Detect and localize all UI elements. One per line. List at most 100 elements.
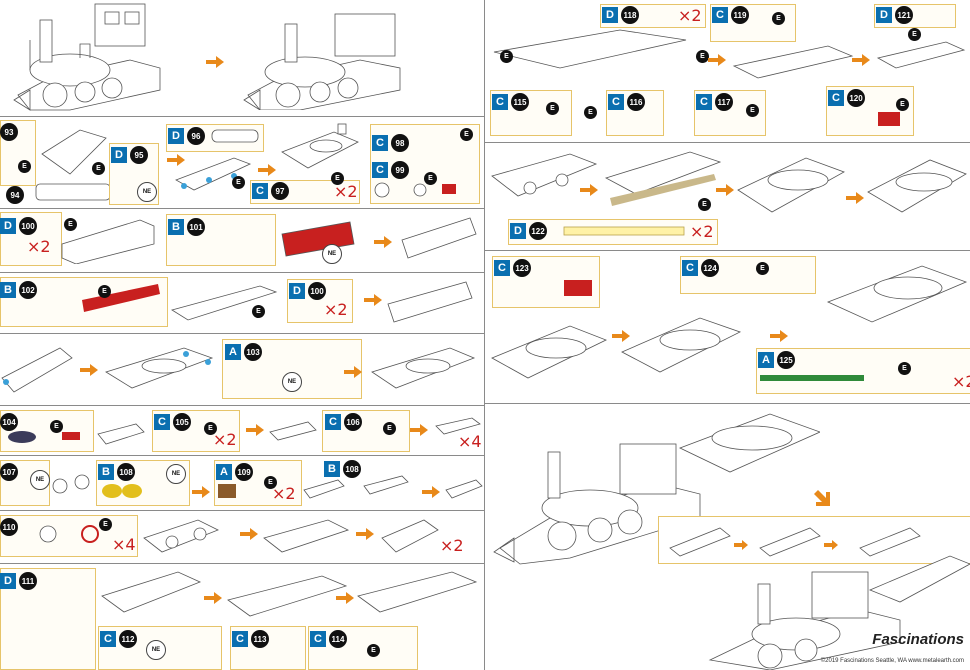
step-number: 114 <box>329 630 347 648</box>
e-marker: E <box>746 104 759 117</box>
step-124: C 124 <box>682 259 719 277</box>
quantity-multiplier: ×2 <box>952 372 970 391</box>
sheet-letter: B <box>324 461 340 477</box>
locomotive-illustration <box>243 13 401 110</box>
sheet-letter: D <box>602 7 618 23</box>
step-100: D 100 <box>0 217 37 235</box>
ne-marker: NE <box>30 470 50 490</box>
step-number: 109 <box>235 463 253 481</box>
part-illustration <box>669 527 921 557</box>
quantity-multiplier: ×2 <box>272 484 296 503</box>
row-divider <box>0 116 484 117</box>
part-illustration <box>732 45 854 79</box>
step-102: B 102 <box>0 281 37 299</box>
sheet-letter: C <box>608 94 624 110</box>
sheet-letter: D <box>876 7 892 23</box>
part-illustration <box>143 519 219 553</box>
part-illustration <box>52 474 90 494</box>
step-105: C 105 <box>154 413 191 431</box>
part-illustration <box>227 575 348 617</box>
sheet-letter: C <box>682 260 698 276</box>
e-marker: E <box>460 128 473 141</box>
step-95: D 95 <box>111 146 148 164</box>
part-illustration <box>564 280 592 296</box>
part-illustration <box>493 29 687 69</box>
step-125: A 125 <box>758 351 795 369</box>
step-94: 94 <box>6 186 24 204</box>
part-illustration <box>269 421 317 441</box>
step-110: 110 <box>0 518 18 536</box>
step-98: C 98 <box>372 134 409 152</box>
step-number: 99 <box>391 161 409 179</box>
e-marker: E <box>64 218 77 231</box>
step-101: B 101 <box>168 218 205 236</box>
sheet-letter: C <box>828 90 844 106</box>
sheet-letter: B <box>168 219 184 235</box>
row-divider <box>485 403 970 404</box>
e-marker: E <box>99 518 112 531</box>
step-panel <box>250 180 360 204</box>
step-122: D 122 <box>510 222 547 240</box>
step-103: A 103 <box>225 343 262 361</box>
step-107: 107 <box>0 463 18 481</box>
part-illustration <box>8 431 80 443</box>
e-marker: E <box>18 160 31 173</box>
sheet-letter: D <box>289 283 305 299</box>
sheet-letter: D <box>168 128 184 144</box>
part-illustration <box>218 484 236 498</box>
step-116: C 116 <box>608 93 645 111</box>
e-marker: E <box>98 285 111 298</box>
step-123: C 123 <box>494 259 531 277</box>
e-marker: E <box>908 28 921 41</box>
step-number: 115 <box>511 93 529 111</box>
step-number: 121 <box>895 6 913 24</box>
sheet-letter: A <box>758 352 774 368</box>
e-marker: E <box>898 362 911 375</box>
step-108: B 108 <box>98 463 135 481</box>
e-marker: E <box>584 106 597 119</box>
row-divider <box>0 563 484 564</box>
part-illustration <box>281 221 355 257</box>
sheet-letter: C <box>712 7 728 23</box>
sheet-letter: D <box>0 573 16 589</box>
row-divider <box>0 208 484 209</box>
step-number: 101 <box>187 218 205 236</box>
part-illustration <box>826 265 968 323</box>
row-divider <box>0 405 484 406</box>
ne-marker: NE <box>322 244 342 264</box>
ne-marker: NE <box>137 182 157 202</box>
brand-tagline: ©2019 Fascinations Seattle, WA www.metal… <box>820 658 964 664</box>
step-118: D 118 <box>602 6 639 24</box>
step-number: 96 <box>187 127 205 145</box>
row-divider <box>485 250 970 251</box>
quantity-multiplier: ×2 <box>678 6 702 25</box>
sheet-letter: D <box>111 147 127 163</box>
step-112: C 112 <box>100 630 137 648</box>
row-divider <box>485 142 970 143</box>
step-panel <box>0 515 138 557</box>
step-number: 104 <box>0 413 18 431</box>
sheet-letter: C <box>325 414 341 430</box>
part-illustration <box>39 525 99 543</box>
step-number: 122 <box>529 222 547 240</box>
part-illustration <box>281 123 359 169</box>
step-96: D 96 <box>168 127 205 145</box>
part-illustration <box>175 157 252 191</box>
part-illustration <box>867 159 967 213</box>
sheet-letter: C <box>310 631 326 647</box>
e-marker: E <box>264 476 277 489</box>
step-97: C 97 <box>252 182 289 200</box>
step-number: 125 <box>777 351 795 369</box>
part-illustration <box>374 182 456 198</box>
step-number: 108 <box>117 463 135 481</box>
e-marker: E <box>232 176 245 189</box>
step-113: C 113 <box>232 630 269 648</box>
step-number: 110 <box>0 518 18 536</box>
step-number: 117 <box>715 93 733 111</box>
train-illustration <box>708 555 970 670</box>
step-119: C 119 <box>712 6 749 24</box>
part-illustration <box>211 129 259 143</box>
sheet-letter: C <box>696 94 712 110</box>
step-117: C 117 <box>696 93 733 111</box>
part-illustration <box>401 217 477 259</box>
